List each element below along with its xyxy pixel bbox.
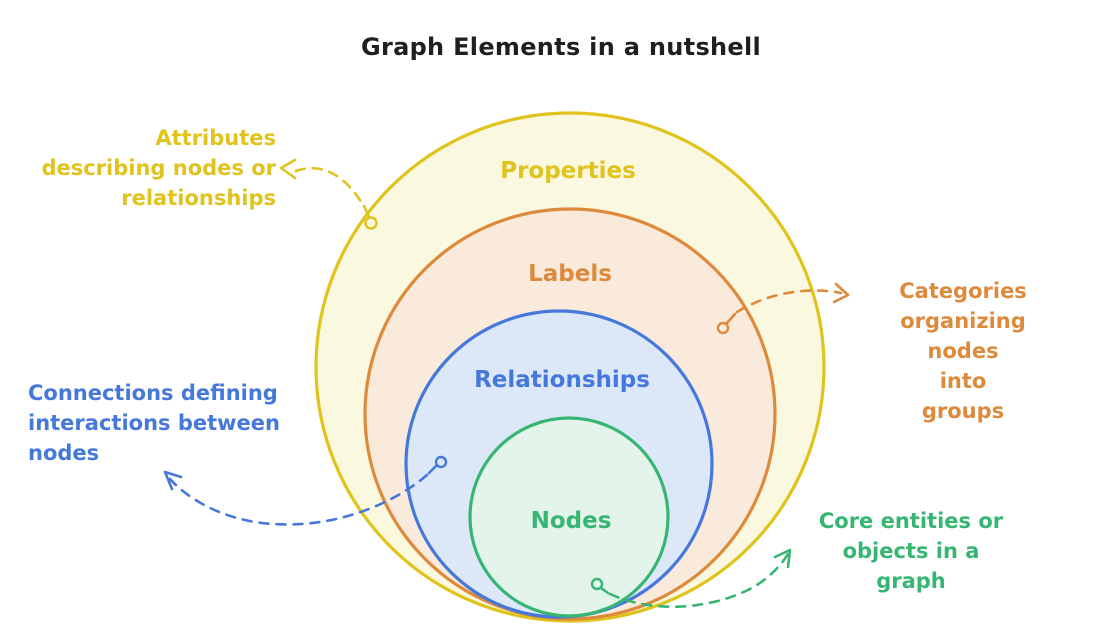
relationships-ring-label: Relationships bbox=[474, 367, 650, 393]
nodes-annotation: Core entities or objects in a graph bbox=[818, 509, 1004, 593]
relationships-anchor-dot bbox=[434, 455, 448, 469]
properties-annotation: Attributes describing nodes or relations… bbox=[41, 126, 276, 210]
nodes-circle bbox=[468, 416, 670, 618]
nodes-anchor-dot bbox=[590, 577, 604, 591]
arrowhead bbox=[279, 158, 297, 180]
relationships-annotation-arrow bbox=[163, 455, 448, 526]
properties-ring-label: Properties bbox=[500, 158, 636, 184]
arrowhead bbox=[773, 548, 792, 569]
labels-annotation-arrow bbox=[716, 282, 850, 335]
arrowhead bbox=[832, 282, 850, 304]
labels-anchor-dot bbox=[716, 321, 730, 335]
properties-anchor-dot bbox=[364, 216, 378, 230]
labels-annotation: Categories organizing nodes into groups bbox=[899, 279, 1027, 423]
properties-annotation-arrow bbox=[279, 158, 378, 230]
relationships-annotation: Connections defining interactions betwee… bbox=[28, 381, 280, 465]
nodes-ring-label: Nodes bbox=[530, 508, 612, 534]
nodes-annotation-arrow bbox=[590, 548, 792, 609]
diagram-title: Graph Elements in a nutshell bbox=[360, 33, 762, 61]
labels-ring-label: Labels bbox=[528, 261, 612, 287]
arrowhead bbox=[163, 470, 183, 491]
